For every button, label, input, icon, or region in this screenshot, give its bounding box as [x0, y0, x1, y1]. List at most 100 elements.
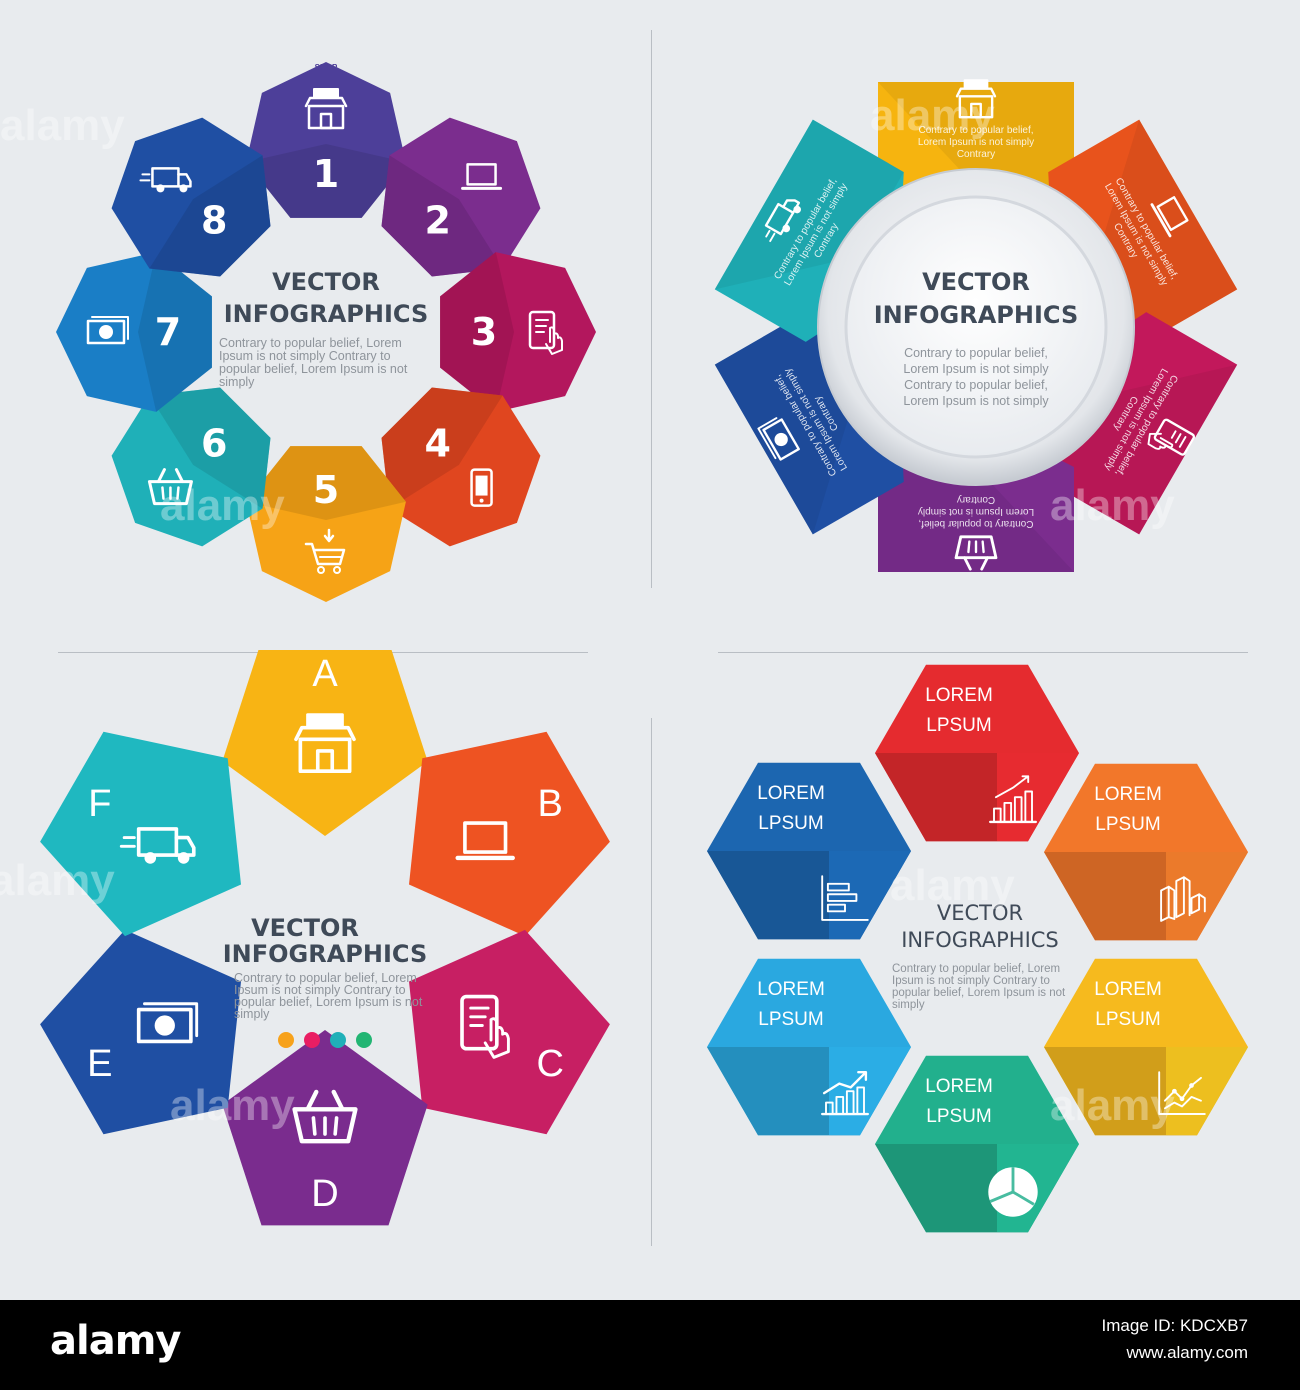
hex-label-line1: LOREM [757, 979, 825, 1000]
petal-letter: D [311, 1173, 338, 1215]
petal-shape [40, 929, 241, 1135]
petal-B[interactable]: B [409, 731, 610, 937]
site-url: www.alamy.com [1126, 1343, 1248, 1362]
p1-body-line4: simply [219, 375, 255, 389]
indicator-dot [330, 1032, 346, 1048]
segment-shade [149, 155, 271, 277]
segment-shade [246, 144, 406, 218]
watermark-text: alamy [170, 1081, 295, 1130]
segment-shade [381, 387, 503, 509]
indicator-dot [304, 1032, 320, 1048]
petal-F[interactable]: F [40, 731, 241, 937]
watermark-text: alamy [1050, 1081, 1175, 1130]
footer-image-info: Image ID: KDCXB7 www.alamy.com [1102, 1312, 1248, 1366]
petal-text-line: Lorem Ipsum is not simply [918, 137, 1034, 148]
petal-text-line: Lorem Ipsum is not simply [918, 506, 1034, 517]
hex-label-line1: LOREM [925, 685, 993, 706]
petal-shape [409, 929, 610, 1135]
hex-label-line1: LOREM [757, 783, 825, 804]
segment-number: 3 [471, 310, 497, 354]
petal-C[interactable]: C [409, 929, 610, 1135]
center-disc [844, 195, 1108, 459]
segment-5[interactable]: 5 [246, 446, 406, 602]
hex-label-line2: LPSUM [758, 813, 823, 834]
p4-title-line1: VECTOR [937, 901, 1023, 925]
segment-3[interactable]: 3 [440, 252, 596, 412]
petal-letter: E [87, 1043, 112, 1085]
panel-flower-circle: Contrary to popular belief,Lorem Ipsum i… [650, 0, 1300, 650]
p1-title-line2: INFOGRAPHICS [224, 300, 429, 328]
p3-body-line2: Ipsum is not simply Contrary to [234, 983, 406, 997]
p2-body-line1: Contrary to popular belief, [904, 346, 1048, 360]
petal-shape [222, 650, 428, 836]
segment-8[interactable]: 8 [111, 117, 271, 277]
petal-letter: C [536, 1043, 563, 1085]
segment-number: 8 [201, 198, 227, 242]
p2-body-line2: Lorem Ipsum is not simply [903, 362, 1049, 376]
segment-number: 6 [201, 422, 227, 466]
petal-text-line: Contrary [957, 149, 995, 160]
watermark-text: alamy [870, 91, 995, 140]
horizontal-divider-right [718, 652, 1248, 653]
petal-E[interactable]: E [40, 929, 241, 1135]
segment-7[interactable]: 7 [56, 252, 212, 412]
petal-shade [878, 467, 1074, 572]
segment-number: 2 [424, 198, 450, 242]
petal-shade [878, 82, 1074, 187]
hex-highlight-facet [1166, 852, 1248, 941]
hex-card-6[interactable]: LOREM LPSUM [707, 762, 911, 940]
hex-label-line2: LPSUM [758, 1009, 823, 1030]
segment-6[interactable]: 6 [111, 387, 271, 547]
segment-number: 5 [313, 468, 339, 512]
p3-body-line3: popular belief, Lorem Ipsum is not [234, 995, 423, 1009]
hex-highlight-facet [1166, 1047, 1248, 1136]
hex-label-line2: LPSUM [926, 715, 991, 736]
hex-highlight-facet [997, 753, 1079, 842]
p3-body-line4: simply [234, 1007, 270, 1021]
vertical-divider-bottom [651, 718, 652, 1246]
hex-card-1[interactable]: LOREM LPSUM [875, 664, 1079, 842]
shop-sign-text: SHOP [315, 63, 338, 72]
petal-D[interactable]: D [222, 1030, 428, 1226]
hex-card-5[interactable]: LOREM LPSUM [707, 958, 911, 1136]
image-id-label: Image ID: KDCXB7 [1101, 1316, 1248, 1335]
petal-shape [40, 731, 241, 937]
petal-shape [409, 731, 610, 937]
p1-body-line3: popular belief, Lorem Ipsum is not [219, 362, 408, 376]
watermark-text: alamy [0, 856, 115, 905]
hex-label-line1: LOREM [1094, 784, 1162, 805]
p2-body-line4: Lorem Ipsum is not simply [903, 394, 1049, 408]
segment-1[interactable]: 1 [246, 62, 406, 218]
petal-text-line: Contrary [957, 494, 995, 505]
hex-label-line1: LOREM [925, 1076, 993, 1097]
segment-shade [149, 387, 271, 509]
p3-title-line1: VECTOR [251, 914, 359, 942]
p4-body-line2: Ipsum is not simply Contrary to [892, 975, 1050, 987]
p3-title-line2: INFOGRAPHICS [223, 940, 428, 968]
petal-text-line: Contrary to popular belief, [918, 125, 1033, 136]
watermark-text: alamy [0, 101, 125, 150]
p2-title-line2: INFOGRAPHICS [874, 301, 1079, 329]
hex-label-line1: LOREM [1094, 979, 1162, 1000]
petal-letter: F [88, 783, 111, 825]
footer-bar: alamy Image ID: KDCXB7 www.alamy.com [0, 1300, 1300, 1390]
segment-shade [138, 252, 212, 412]
segment-2[interactable]: 2 [381, 117, 541, 277]
footer-logo: alamy [50, 1318, 181, 1364]
p4-body-line4: simply [892, 999, 925, 1011]
p4-body-line1: Contrary to popular belief, Lorem [892, 963, 1060, 975]
p3-body-line1: Contrary to popular belief, Lorem [234, 971, 417, 985]
segment-4[interactable]: 4 [381, 387, 541, 547]
watermark-text: alamy [890, 861, 1015, 910]
segment-number: 7 [155, 310, 181, 354]
hex-highlight-facet [829, 851, 911, 940]
p4-title-line2: INFOGRAPHICS [901, 928, 1059, 952]
segment-shade [440, 252, 514, 412]
petal-A[interactable]: A [222, 650, 428, 836]
p4-body-line3: popular belief, Lorem Ipsum is not [892, 987, 1066, 999]
